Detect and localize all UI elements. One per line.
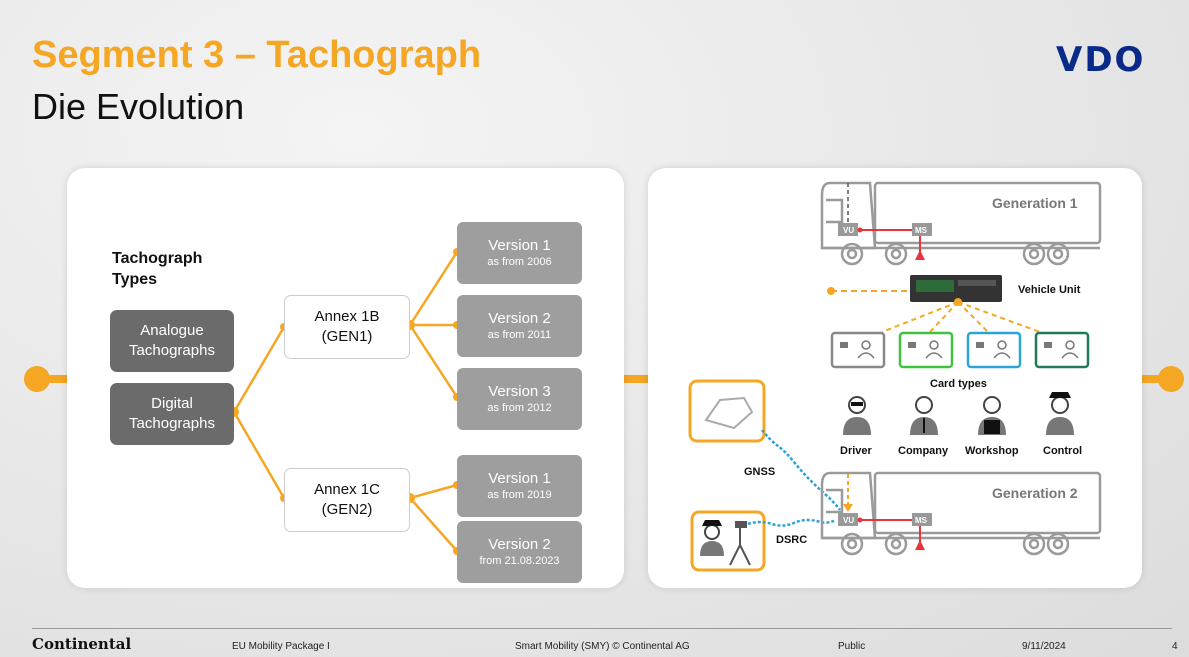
version-box: Version 1 as from 2019 [457,455,582,517]
version-title: Version 1 [488,237,551,254]
version-title: Version 3 [488,383,551,400]
version-date: as from 2011 [487,329,552,341]
annex-1b-box: Annex 1B (GEN1) [284,295,410,359]
card-workshop-icon [966,331,1022,369]
heading-line-1: Tachograph [112,250,203,267]
box-label: Tachographs [129,342,215,359]
slide-subtitle: Die Evolution [32,86,245,127]
version-box: Version 2 from 21.08.2023 [457,521,582,583]
box-label: Digital [151,395,193,412]
card-driver-icon [830,331,886,369]
dsrc-label: DSRC [776,534,808,546]
card-control-icon [1034,331,1090,369]
tachograph-types-heading: Tachograph Types [112,248,202,290]
truck-gen1-icon [820,181,1102,266]
version-box: Version 1 as from 2006 [457,222,582,284]
footer-program: EU Mobility Package I [232,641,330,652]
slide-title: Segment 3 – Tachograph [32,34,482,76]
heading-line-2: Types [112,271,158,288]
company-person-icon [910,396,938,435]
version-box: Version 3 as from 2012 [457,368,582,430]
footer-page-number: 4 [1172,641,1178,652]
truck-gen2-icon [820,471,1102,556]
vu-label: VU [843,226,854,235]
vdo-logo: VDO [1056,40,1146,80]
ms-label: MS [915,516,928,525]
continental-logo: Continental [32,635,132,653]
truck-gen1-wiring: VU MS [838,183,932,260]
timeline-dot-left [24,366,50,392]
box-label: Annex 1B [314,308,380,325]
ms-label: MS [915,226,928,235]
role-label-control: Control [1043,445,1083,457]
version-box: Version 2 as from 2011 [457,295,582,357]
box-label: Annex 1C [314,481,380,498]
gnss-label: GNSS [744,466,776,478]
vehicle-unit-label: Vehicle Unit [1018,284,1081,296]
control-person-icon [1046,392,1074,435]
workshop-person-icon [978,396,1006,435]
version-title: Version 2 [488,536,551,553]
version-date: as from 2006 [487,256,552,268]
box-label: Tachographs [129,415,215,432]
card-company-icon [898,331,954,369]
box-label: Analogue [140,322,204,339]
vu-label: VU [843,516,854,525]
truck-gen2-wiring: VU MS [838,474,932,550]
version-date: from 21.08.2023 [479,555,560,567]
version-title: Version 2 [488,310,551,327]
box-label: (GEN2) [321,501,373,518]
role-label-workshop: Workshop [965,445,1019,457]
generation-1-label: Generation 1 [992,195,1078,211]
annex-1c-box: Annex 1C (GEN2) [284,468,410,532]
version-date: as from 2019 [487,489,552,501]
card-types-label: Card types [930,378,987,390]
driver-person-icon [843,396,871,435]
generation-2-label: Generation 2 [992,485,1078,501]
version-title: Version 1 [488,470,551,487]
footer-copyright: Smart Mobility (SMY) © Continental AG [515,641,690,652]
gnss-signal [761,429,841,511]
dsrc-signal [747,518,837,527]
dsrc-officer-icon [690,510,766,572]
footer-classification: Public [838,641,866,652]
role-label-driver: Driver [840,445,872,457]
footer-date: 9/11/2024 [1022,641,1066,652]
vehicle-unit-icon [827,275,1002,302]
box-label: (GEN1) [321,328,373,345]
role-label-company: Company [898,445,949,457]
gnss-satellite-icon [688,379,766,443]
version-date: as from 2012 [487,402,552,414]
footer-divider [32,628,1172,629]
timeline-dot-right [1158,366,1184,392]
